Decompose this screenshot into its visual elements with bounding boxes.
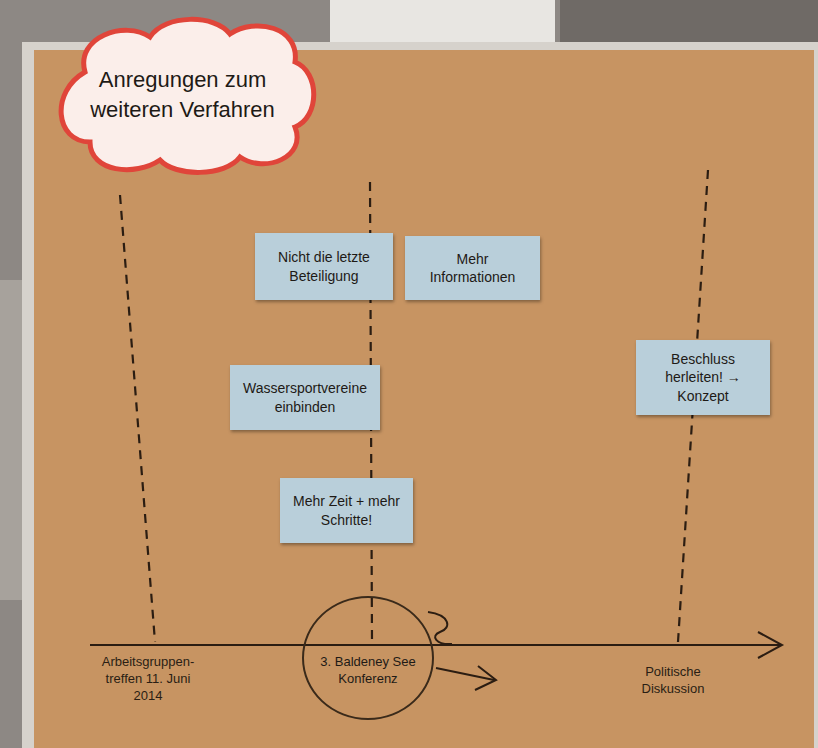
title-text: Anregungen zum weiteren Verfahren <box>81 65 284 124</box>
cloud-outline <box>45 12 320 177</box>
timeline-label: Arbeitsgruppen- treffen 11. Juni 2014 <box>92 654 204 705</box>
title-cloud: Anregungen zum weiteren Verfahren <box>45 12 320 177</box>
card-text: Beschluss herleiten! → Konzept <box>646 350 760 405</box>
timeline-label: Politische Diskussion <box>628 664 718 698</box>
card-text: 3. Baldeney See Konferenz <box>316 654 420 688</box>
dashed-lines <box>120 170 708 642</box>
card-text: Mehr Zeit + mehr Schritte! <box>290 492 403 528</box>
idea-card: Mehr Zeit + mehr Schritte! <box>280 478 413 543</box>
paper-sheet <box>330 0 555 48</box>
card-text: Nicht die letzte Beteiligung <box>265 248 383 284</box>
ceiling <box>560 0 818 48</box>
idea-card: Mehr Informationen <box>405 236 540 300</box>
card-text: Mehr Informationen <box>415 250 530 286</box>
idea-card: Wassersportvereine einbinden <box>230 365 380 430</box>
idea-card: Beschluss herleiten! → Konzept <box>636 340 770 415</box>
card-text: Wassersportvereine einbinden <box>240 379 370 415</box>
idea-card: Nicht die letzte Beteiligung <box>255 233 393 300</box>
circled-milestone: 3. Baldeney See Konferenz <box>302 596 434 720</box>
